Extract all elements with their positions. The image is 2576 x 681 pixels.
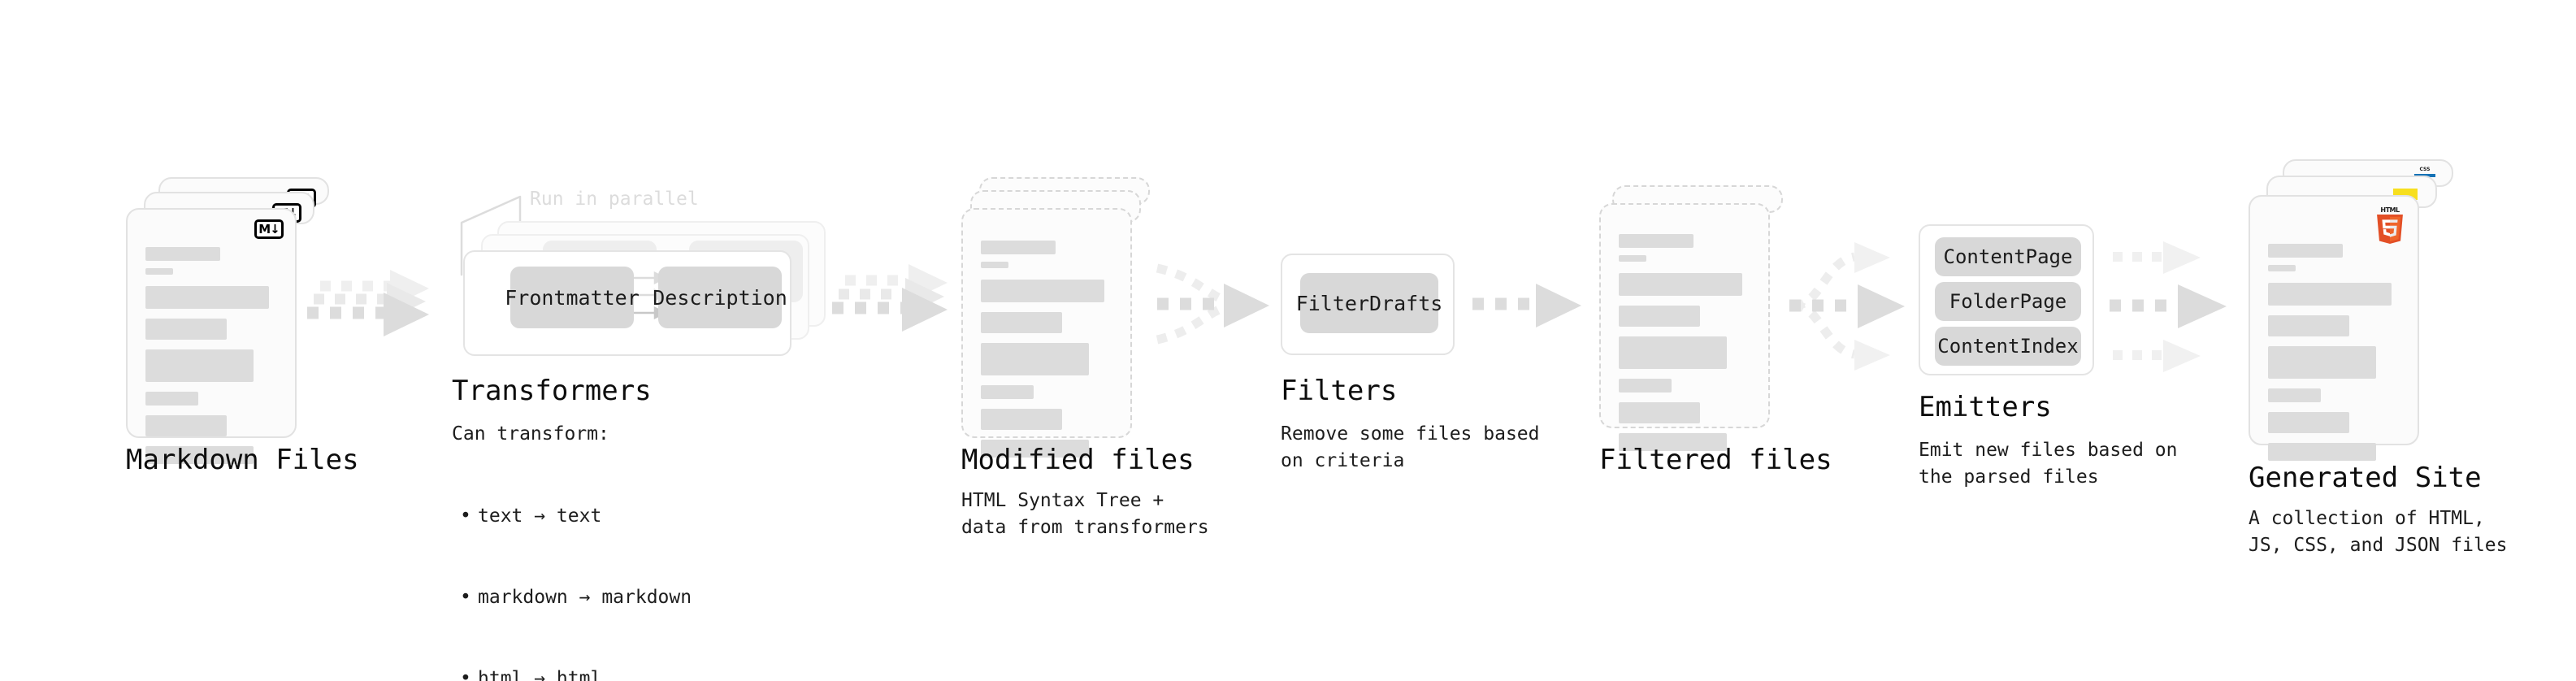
emitter-chip-contentindex[interactable]: ContentIndex bbox=[1935, 327, 2081, 366]
stage-filtered-files: Filtered files bbox=[1599, 0, 1832, 681]
markdown-badge-front: M↓ bbox=[254, 219, 284, 239]
skeleton-line bbox=[981, 409, 1063, 430]
emitters-box: ContentPage FolderPage ContentIndex bbox=[1919, 224, 2094, 375]
html5-shield bbox=[2377, 215, 2403, 244]
skeleton-line bbox=[145, 392, 198, 406]
filtered-card-front bbox=[1599, 203, 1770, 451]
skeleton-line bbox=[2268, 443, 2376, 461]
modified-card-front bbox=[961, 208, 1132, 458]
skeleton-line bbox=[981, 385, 1034, 399]
skeleton-line bbox=[981, 241, 1056, 254]
skeleton-line bbox=[1619, 255, 1647, 262]
skeleton-line bbox=[2268, 315, 2350, 336]
stage-generated-site: CSS HTML bbox=[2249, 0, 2508, 681]
modified-files-title: Modified files bbox=[961, 444, 1195, 476]
skeleton-line bbox=[2268, 265, 2296, 271]
md-icon: M↓ bbox=[254, 219, 284, 239]
html5-badge-wrap: HTML bbox=[2374, 206, 2406, 244]
markdown-skeleton bbox=[145, 247, 277, 471]
skeleton-line bbox=[1619, 306, 1701, 327]
filtered-files-title: Filtered files bbox=[1599, 444, 1832, 476]
connector-transformers-to-modified bbox=[832, 264, 948, 332]
emitters-subtitle: Emit new files based on the parsed files bbox=[1919, 440, 2178, 488]
skeleton-line bbox=[2268, 388, 2321, 402]
connector-modified-to-filters bbox=[1156, 263, 1269, 345]
skeleton-line bbox=[2268, 346, 2376, 379]
stage-markdown-files: M↓ M↓ M↓ bbox=[126, 0, 359, 681]
skeleton-line bbox=[981, 440, 1089, 458]
skeleton-line bbox=[981, 312, 1063, 333]
markdown-files-title: Markdown Files bbox=[126, 444, 359, 476]
filtered-skeleton bbox=[1619, 234, 1750, 458]
emitter-chip-folderpage[interactable]: FolderPage bbox=[1935, 282, 2081, 321]
filters-box: FilterDrafts bbox=[1281, 254, 1455, 355]
transformers-bullet: markdown → markdown bbox=[452, 584, 692, 611]
skeleton-line bbox=[145, 349, 254, 382]
skeleton-line bbox=[145, 415, 228, 436]
generated-site-subtitle: A collection of HTML, JS, CSS, and JSON … bbox=[2249, 508, 2508, 557]
html5-icon: HTML bbox=[2374, 206, 2406, 244]
transformers-title: Transformers bbox=[452, 375, 652, 407]
skeleton-line bbox=[1619, 336, 1727, 369]
skeleton-line bbox=[981, 280, 1105, 302]
skeleton-line bbox=[1619, 433, 1727, 451]
skeleton-line bbox=[981, 343, 1089, 375]
html5-label: HTML bbox=[2380, 206, 2400, 214]
emitters-title: Emitters bbox=[1919, 391, 2052, 423]
filters-subtitle: Remove some files based on criteria bbox=[1281, 423, 1540, 472]
skeleton-line bbox=[145, 268, 174, 275]
filters-title: Filters bbox=[1281, 375, 1398, 407]
stage-modified-files: Modified files HTML Syntax Tree + data f… bbox=[961, 0, 1209, 681]
skeleton-line bbox=[1619, 234, 1694, 248]
generated-site-title: Generated Site bbox=[2249, 462, 2482, 494]
filter-chip-filterdrafts[interactable]: FilterDrafts bbox=[1296, 273, 1442, 333]
transformers-bullet: text → text bbox=[452, 503, 692, 530]
skeleton-line bbox=[145, 286, 270, 309]
css-label: CSS bbox=[2419, 167, 2431, 172]
transformer-chip-description[interactable]: Description bbox=[653, 267, 787, 328]
skeleton-line bbox=[1619, 379, 1672, 393]
skeleton-line bbox=[1619, 402, 1701, 423]
stage-filters: FilterDrafts Filters Remove some files b… bbox=[1281, 0, 1540, 681]
modified-skeleton bbox=[981, 241, 1112, 465]
markdown-card-front: M↓ bbox=[126, 208, 297, 464]
skeleton-line bbox=[145, 247, 221, 261]
generated-card-front: HTML bbox=[2249, 195, 2419, 461]
skeleton-line bbox=[145, 446, 254, 464]
emitter-chip-contentpage[interactable]: ContentPage bbox=[1935, 237, 2081, 276]
skeleton-line bbox=[2268, 244, 2344, 258]
transformers-bullets: text → text markdown → markdown html → h… bbox=[452, 449, 692, 681]
stage-emitters: ContentPage FolderPage ContentIndex Emit… bbox=[1919, 0, 2178, 681]
skeleton-line bbox=[981, 262, 1009, 268]
skeleton-line bbox=[1619, 273, 1743, 296]
skeleton-line bbox=[2268, 283, 2392, 306]
connector-md-to-transformers bbox=[307, 270, 429, 336]
stage-transformers: Run in parallel Frontmatter Descrip bbox=[452, 0, 834, 681]
skeleton-line bbox=[2268, 412, 2350, 433]
skeleton-line bbox=[145, 319, 228, 340]
run-in-parallel-label: Run in parallel bbox=[530, 189, 699, 210]
transformers-bullet: html → html bbox=[452, 666, 692, 681]
generated-skeleton bbox=[2268, 244, 2400, 468]
modified-files-subtitle: HTML Syntax Tree + data from transformer… bbox=[961, 490, 1209, 539]
transformers-subtitle: Can transform: bbox=[452, 423, 609, 445]
transformer-chip-frontmatter[interactable]: Frontmatter bbox=[505, 267, 640, 328]
connector-filtered-to-emitters bbox=[1789, 242, 1905, 371]
